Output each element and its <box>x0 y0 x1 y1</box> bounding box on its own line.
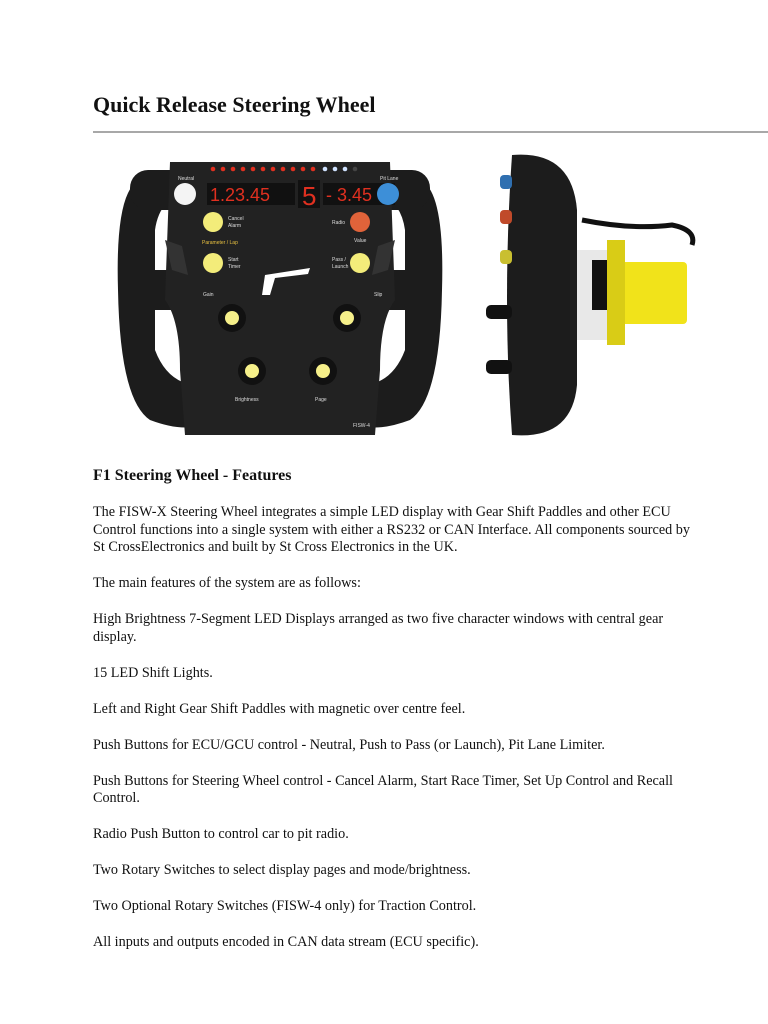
svg-text:Value: Value <box>354 238 367 244</box>
svg-text:Launch: Launch <box>332 264 349 270</box>
display-right: - 3.45 <box>326 185 372 205</box>
svg-text:Pit Lane: Pit Lane <box>380 176 399 182</box>
shift-lights <box>210 166 358 172</box>
horizontal-rule <box>93 131 768 133</box>
feature-item: Two Optional Rotary Switches (FISW-4 onl… <box>93 898 477 914</box>
steering-wheel-front-photo: 1.23.45 5 - 3.45 Neutral Pit Lane Cancel… <box>117 162 443 435</box>
paragraph-intro: The FISW-X Steering Wheel integrates a s… <box>93 504 690 555</box>
feature-item: 15 LED Shift Lights. <box>93 664 213 681</box>
steering-wheel-side-photo <box>486 154 696 436</box>
svg-text:Cancel: Cancel <box>228 216 244 222</box>
display-gear: 5 <box>302 181 316 211</box>
feature-item: Left and Right Gear Shift Paddles with m… <box>93 700 466 717</box>
pit-lane-button <box>377 183 399 205</box>
feature-item: All inputs and outputs encoded in CAN da… <box>93 934 479 950</box>
paragraph: The main features of the system are as f… <box>93 575 361 591</box>
section-heading: F1 Steering Wheel - Features <box>93 467 292 484</box>
svg-text:Gain: Gain <box>203 292 214 298</box>
svg-text:Brightness: Brightness <box>235 397 259 403</box>
feature-item: Two Rotary Switches to select display pa… <box>93 862 471 878</box>
page-title: Quick Release Steering Wheel <box>93 92 376 117</box>
neutral-button <box>174 183 196 205</box>
feature-item: High Brightness 7-Segment LED Displays a… <box>93 611 664 645</box>
svg-text:Alarm: Alarm <box>228 223 241 229</box>
svg-text:Parameter / Lap: Parameter / Lap <box>202 240 238 246</box>
svg-text:Timer: Timer <box>228 264 241 270</box>
feature-item: Radio Push Button to control car to pit … <box>93 826 349 842</box>
feature-item: Push Buttons for ECU/GCU control - Neutr… <box>93 736 605 753</box>
svg-text:Slip: Slip <box>374 292 383 298</box>
svg-text:Start: Start <box>228 257 239 263</box>
svg-text:FISW-4: FISW-4 <box>353 423 370 429</box>
features-body: The FISW-X Steering Wheel integrates a s… <box>93 504 693 970</box>
svg-text:Pass /: Pass / <box>332 257 347 263</box>
svg-text:Page: Page <box>315 397 327 403</box>
svg-text:Radio: Radio <box>332 220 345 226</box>
feature-item: Push Buttons for Steering Wheel control … <box>93 772 673 807</box>
svg-text:Neutral: Neutral <box>178 176 194 182</box>
display-left: 1.23.45 <box>210 185 270 205</box>
